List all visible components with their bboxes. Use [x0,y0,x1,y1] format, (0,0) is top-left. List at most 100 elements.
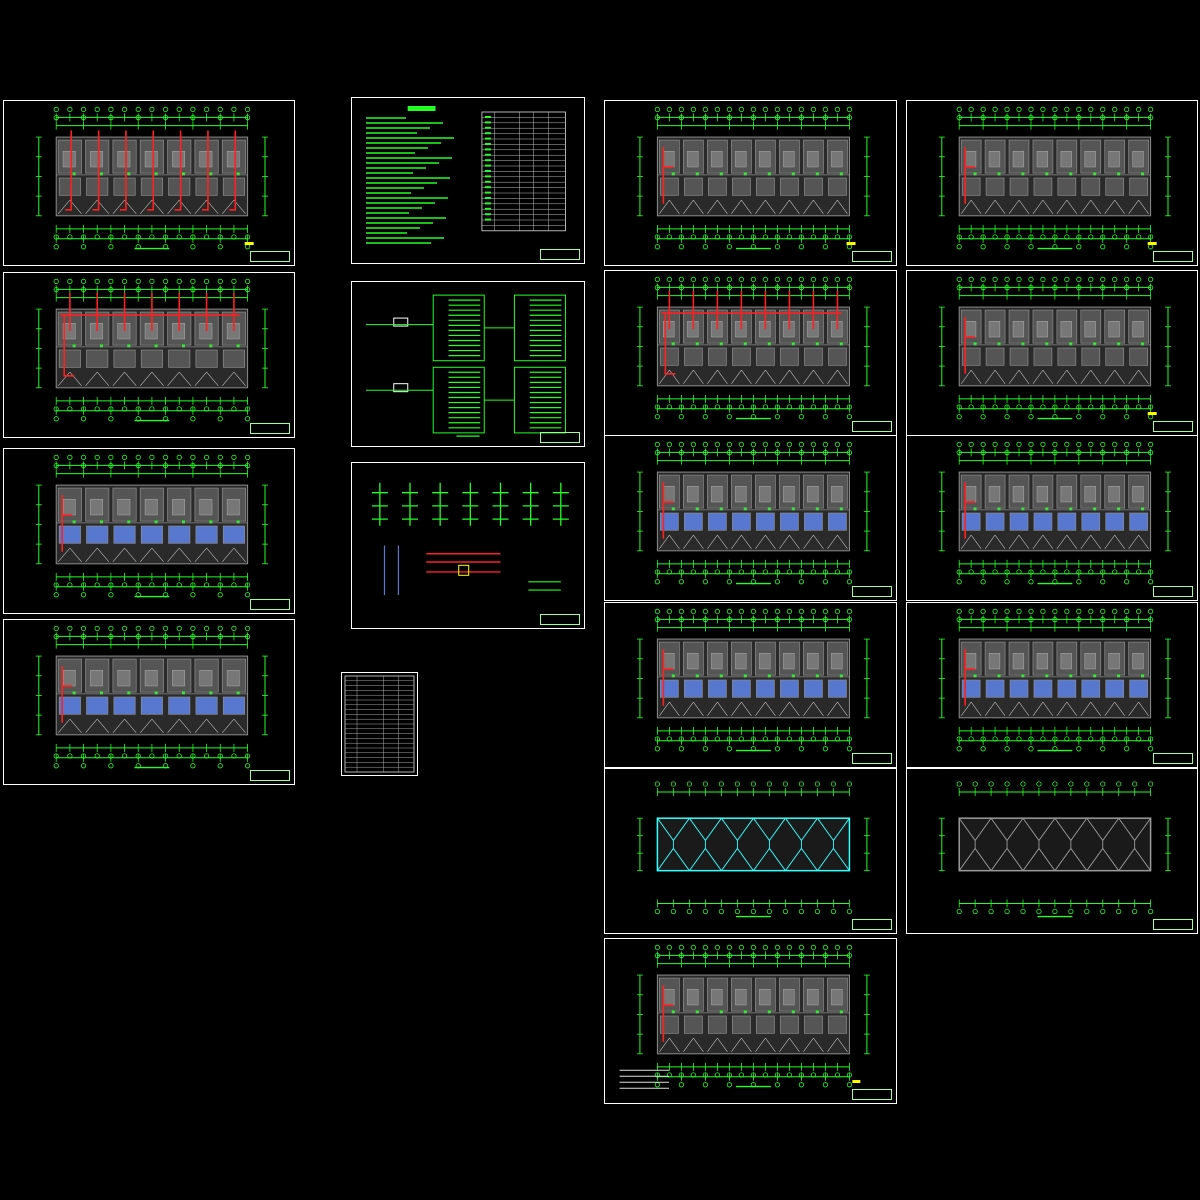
axis-bubble [750,276,757,282]
unit-bay [960,139,982,214]
axis-bubble [1004,781,1010,787]
title-block [852,421,892,432]
axis-bubble [750,441,757,447]
title-block [250,423,290,434]
axis-bubble [798,285,805,291]
drawing-sheet[interactable] [604,938,897,1104]
axis-bubble [980,106,986,112]
unit-bay [194,139,219,214]
axis-bubble [162,454,169,460]
drawing-sheet[interactable] [351,281,585,447]
unit-bay [779,977,800,1052]
axis-bubble [774,414,781,420]
unit-bay [984,309,1006,384]
drawing-sheet[interactable] [341,672,418,776]
axis-bubble [1088,106,1094,112]
axis-bubble [972,781,978,787]
drawing-sheet[interactable] [604,602,897,768]
axis-bubble [762,106,769,112]
axis-bubble [846,944,853,950]
axis-bubble [702,115,708,121]
axis-bubble [702,608,708,614]
unit-bay [984,641,1006,716]
drawing-sheet[interactable] [3,619,295,785]
axis-bubble [135,115,141,121]
axis-bubble [702,953,708,959]
drawing-sheet[interactable] [906,768,1198,934]
axis-bubble [108,592,114,598]
axis-bubble [176,106,182,112]
axis-bubble [968,441,974,447]
axis-bubble [774,944,781,950]
unit-bay [731,641,752,716]
drawing-sheet[interactable] [351,462,585,629]
axis-bubble [80,592,87,598]
axis-bubble [726,414,733,420]
axis-bubble [686,908,692,915]
drawing-sheet[interactable] [351,97,585,264]
axis-bubble [1040,106,1046,112]
axis-bubble [702,746,708,752]
unit-bay [194,658,219,733]
axis-bubble [135,278,141,284]
drawing-sheet[interactable] [3,100,295,266]
axis-bubble [1124,617,1130,623]
axis-bubble [726,106,733,112]
axis-bubble [846,608,853,614]
axis-bubble [690,441,696,447]
axis-bubble [956,781,962,787]
axis-bubble [1052,115,1058,121]
drawing-sheet[interactable] [906,270,1198,436]
title-block [250,770,290,781]
axis-bubble [245,106,251,112]
unit-bay [827,641,848,716]
axis-bubble [956,608,962,614]
drawing-sheet[interactable] [3,272,295,438]
unit-bay [221,487,246,562]
axis-bubble [190,763,196,769]
drawing-sheet[interactable] [604,100,897,266]
axis-bubble [1052,285,1058,291]
axis-bubble [750,106,757,112]
axis-bubble [108,634,114,640]
axis-bubble [53,115,59,121]
axis-bubble [774,285,781,291]
axis-bubble [1052,608,1058,614]
title-block [540,432,580,443]
unit-bay [803,977,824,1052]
drawing-sheet[interactable] [906,100,1198,266]
axis-bubble [690,608,696,614]
axis-bubble [774,617,781,623]
axis-bubble [1004,608,1010,614]
axis-bubble [980,115,986,121]
axis-bubble [1124,276,1130,282]
drawing-sheet[interactable] [3,448,295,614]
axis-bubble [654,244,660,250]
axis-bubble [203,106,210,112]
axis-bubble [726,276,733,282]
axis-bubble [980,244,986,250]
sheet-drawing [636,781,870,918]
drawing-sheet[interactable] [906,602,1198,768]
axis-bubble [217,625,223,631]
unit-bay [731,977,752,1052]
axis-bubble [726,450,733,456]
axis-bubble [1100,608,1106,614]
drawing-sheet[interactable] [906,435,1198,601]
drawing-sheet[interactable] [604,435,897,601]
axis-bubble [203,625,210,631]
axis-bubble [846,244,853,250]
axis-bubble [1076,285,1082,291]
axis-bubble [846,450,853,456]
drawing-sheet[interactable] [604,270,897,436]
axis-bubble [245,244,251,250]
axis-bubble [738,106,745,112]
axis-bubble [834,944,841,950]
drawing-sheet[interactable] [604,768,897,934]
unit-bay [221,139,246,214]
axis-bubble [956,908,962,915]
axis-bubble [814,781,821,787]
axis-bubble [678,115,684,121]
axis-bubble [80,287,87,293]
unit-bay [1128,641,1149,716]
